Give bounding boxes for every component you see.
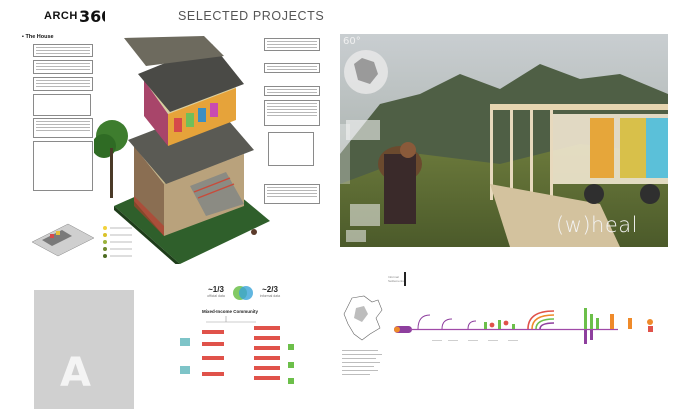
annotation-box: [264, 86, 320, 96]
360-mark-icon: 360: [79, 7, 105, 25]
house-axonometric-illustration: [94, 36, 270, 264]
legend-dot: [103, 233, 107, 237]
legend-line: [110, 255, 132, 257]
stat-left-caption: official data: [207, 294, 225, 298]
legend-dot: [103, 226, 107, 230]
venn-diagram: [233, 286, 253, 300]
house-sheet: ▪ The House: [16, 34, 334, 267]
legend-dot: [103, 254, 107, 258]
stat-right-caption: informal data: [259, 294, 281, 298]
annotation-box: [264, 38, 320, 51]
wheal-project-sheet: 60° (w)heal: [340, 34, 668, 247]
section-label: ▪ The House: [22, 34, 54, 40]
stat-right-value: ~2/3: [262, 285, 278, 294]
gray-cover-card: A: [34, 290, 134, 409]
logo-text: ARCH: [44, 10, 78, 22]
annotation-box: [33, 60, 93, 74]
detail-sketch: [33, 141, 93, 191]
detail-sketch: [268, 132, 314, 166]
timeline-infographic: [394, 308, 653, 344]
annotation-box: [33, 77, 93, 91]
stat-left-value: ~1/3: [208, 285, 224, 294]
site-plan-diagram: [31, 223, 95, 257]
stat-right: ~2/3 informal data: [252, 285, 288, 298]
card-letter: A: [60, 350, 91, 396]
region-map: [343, 295, 383, 341]
project-photo-collage: [340, 34, 668, 247]
legend: [103, 226, 132, 258]
legend-dot: [103, 240, 107, 244]
brand-logo: ARCH 360: [44, 5, 105, 27]
legend-dot: [103, 247, 107, 251]
legend-line: [110, 227, 132, 229]
map-caption-text: [342, 350, 382, 375]
diagram-subtitle: Mixed-Income Community: [202, 309, 259, 314]
section-marker: [404, 272, 406, 286]
annotation-box: [33, 44, 93, 57]
annotation-box: [33, 118, 93, 138]
detail-sketch: [33, 94, 91, 116]
legend-line: [110, 234, 132, 236]
annotation-box: [264, 184, 320, 204]
annotation-box: [264, 63, 320, 73]
legend-line: [110, 241, 132, 243]
annotation-box: [264, 100, 320, 126]
legend-line: [110, 248, 132, 250]
stat-left: ~1/3 official data: [198, 285, 234, 298]
page-title: SELECTED PROJECTS: [178, 9, 325, 23]
project-title: (w)heal: [556, 213, 638, 237]
svg-text:360: 360: [79, 7, 105, 25]
community-flow-diagram: [180, 316, 294, 384]
angle-tag: 60°: [343, 36, 361, 47]
small-caption: Informal Settlements: [388, 275, 404, 283]
